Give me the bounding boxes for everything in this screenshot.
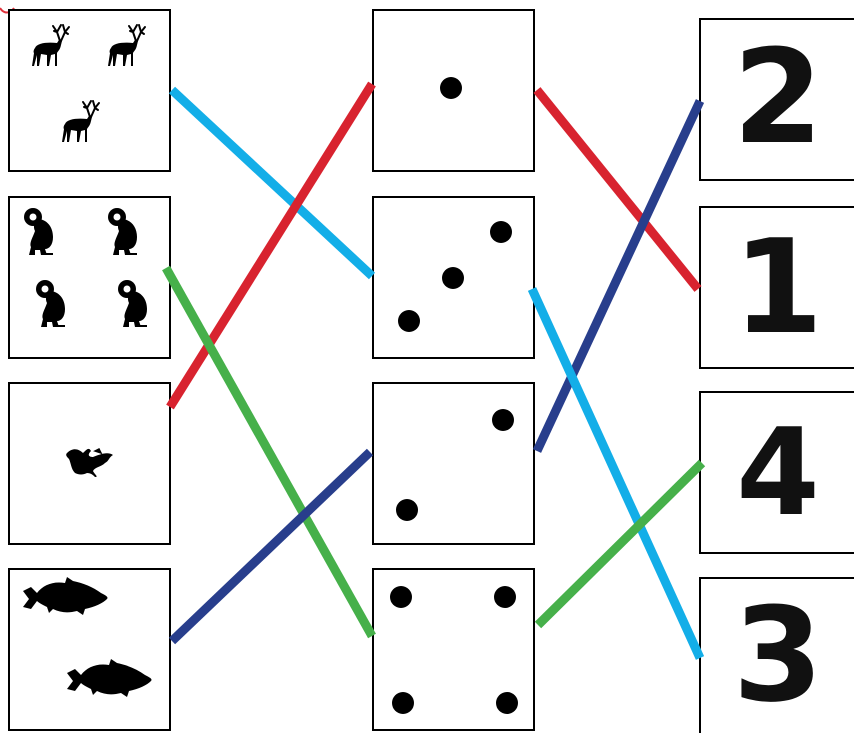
picture-box-1	[9, 10, 170, 171]
dice-box-3	[373, 383, 534, 544]
connection-line-green	[166, 268, 372, 636]
dice-dot	[390, 586, 412, 608]
number-label: 1	[733, 211, 823, 363]
picture-box-3	[9, 383, 170, 544]
picture-box-2	[9, 197, 170, 358]
dice-dot	[496, 692, 518, 714]
number-label: 3	[733, 579, 823, 731]
dice-dot	[392, 692, 414, 714]
dice-dot	[396, 499, 418, 521]
dice-dot	[440, 77, 462, 99]
dice-box-1	[373, 10, 534, 171]
number-box-1: 2	[700, 19, 854, 180]
picture-box-4	[9, 569, 170, 730]
dice-dot	[490, 221, 512, 243]
number-label: 2	[733, 21, 823, 173]
connection-line-navy	[537, 101, 700, 451]
dice-dot	[398, 310, 420, 332]
number-box-4: 3	[700, 578, 854, 733]
dice-dot	[492, 409, 514, 431]
number-label: 4	[736, 404, 820, 543]
dice-dot	[442, 267, 464, 289]
number-box-3: 4	[700, 392, 854, 553]
dice-box-4	[373, 569, 534, 730]
dice-dot	[494, 586, 516, 608]
dice-dots-1	[440, 77, 462, 99]
connection-line-navy	[172, 452, 370, 641]
connection-line-red	[537, 90, 698, 289]
number-box-2: 1	[700, 207, 854, 368]
dice-box-2	[373, 197, 534, 358]
